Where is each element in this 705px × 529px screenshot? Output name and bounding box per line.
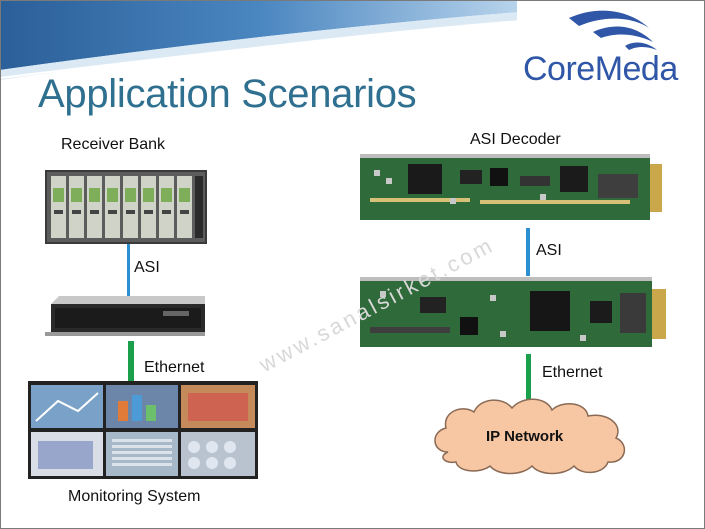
asi-link-right bbox=[526, 228, 530, 276]
ip-network-cloud-icon bbox=[434, 398, 626, 475]
asi-decoder-board-image bbox=[360, 154, 662, 220]
asi-label-right: ASI bbox=[536, 242, 562, 259]
ethernet-link-right bbox=[526, 354, 531, 402]
logo-text: CoreMeda bbox=[523, 50, 678, 88]
receiver-bank-label: Receiver Bank bbox=[61, 136, 166, 153]
header-swoosh bbox=[0, 0, 521, 80]
logo-swoosh-icon bbox=[569, 10, 657, 50]
page-title: Application Scenarios bbox=[38, 72, 417, 116]
ethernet-label-left: Ethernet bbox=[144, 359, 205, 376]
ethernet-link-left bbox=[128, 341, 134, 389]
monitoring-system-label: Monitoring System bbox=[68, 488, 201, 505]
ethernet-label-right: Ethernet bbox=[542, 364, 603, 381]
asi-label-left: ASI bbox=[134, 259, 160, 276]
asi-link-left bbox=[127, 244, 130, 296]
ip-encoder-board-image bbox=[360, 277, 666, 347]
monitoring-screens-image bbox=[28, 381, 258, 479]
network-appliance-image bbox=[45, 296, 205, 336]
asi-decoder-label: ASI Decoder bbox=[470, 131, 561, 148]
ip-network-label: IP Network bbox=[486, 428, 564, 445]
receiver-bank-image bbox=[45, 170, 207, 244]
